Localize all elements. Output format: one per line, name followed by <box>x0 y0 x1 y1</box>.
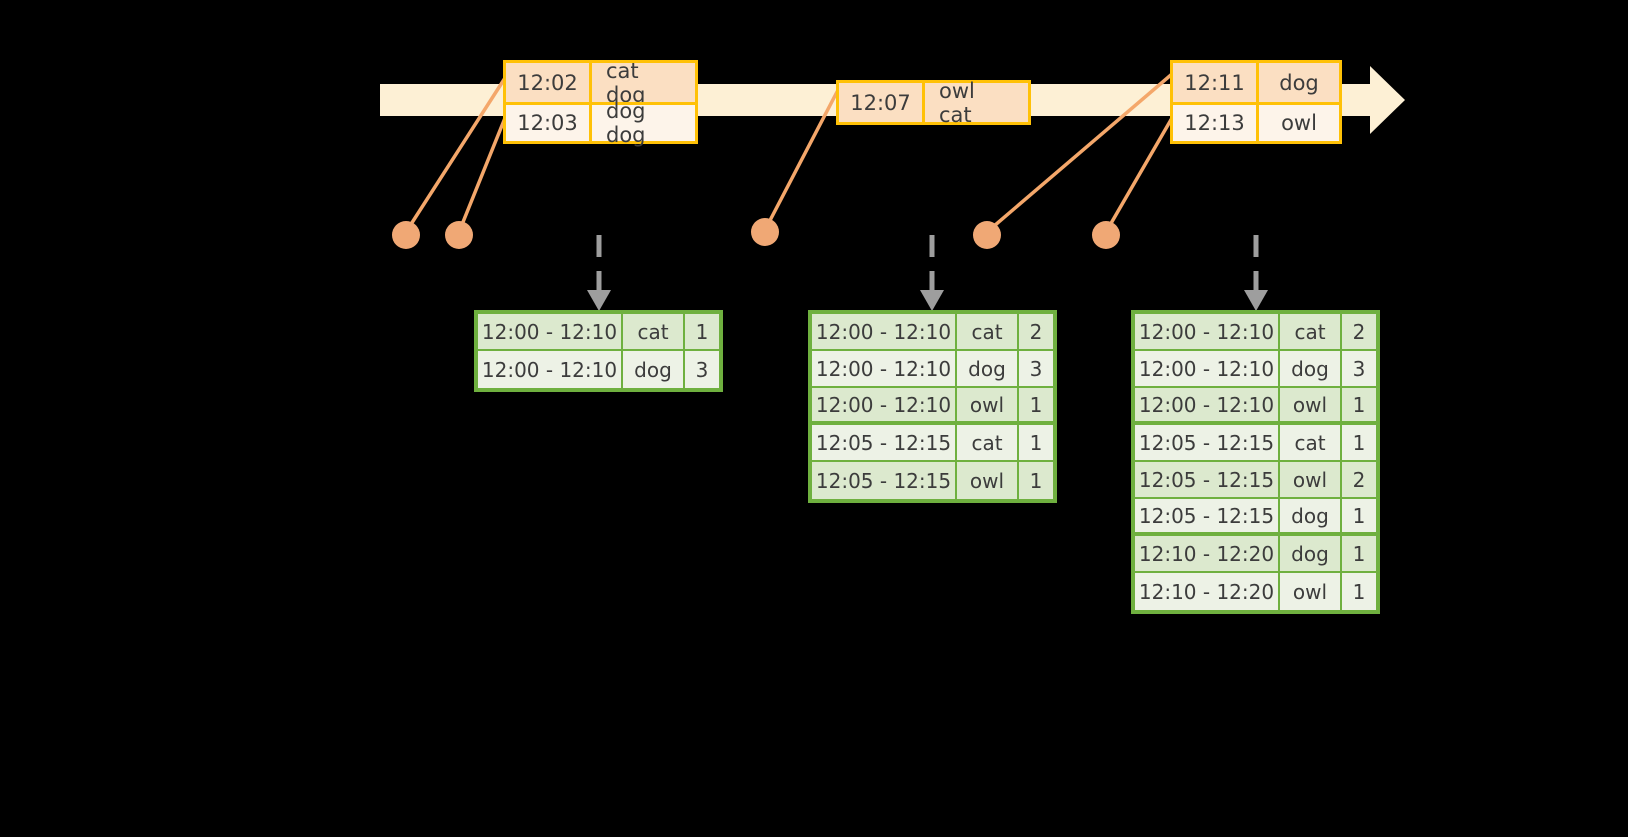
cell-word: owl <box>1280 462 1342 497</box>
event-row: 12:03 dog dog <box>506 99 695 147</box>
cell-count: 1 <box>1352 541 1366 566</box>
cell-window: 12:00 - 12:10 <box>478 351 623 388</box>
event-time: 12:03 <box>506 105 592 141</box>
cell-word: dog <box>1280 351 1342 386</box>
cell-word: cat <box>623 314 685 349</box>
connector-line-5 <box>1104 117 1174 233</box>
cell-word: cat <box>957 314 1019 349</box>
cell-count: 3 <box>1352 356 1366 381</box>
cell-count: 3 <box>1029 356 1043 381</box>
connector-dots <box>392 218 1120 249</box>
cell-word: cat <box>1280 425 1342 460</box>
event-words: owl <box>1281 111 1317 135</box>
cell-count: 2 <box>1029 319 1043 344</box>
cell-window: 12:00 - 12:10 <box>812 351 957 386</box>
cell-count: 2 <box>1352 319 1366 344</box>
cell-word: cat <box>957 425 1019 460</box>
event-words: dog dog <box>606 99 646 147</box>
event-box-2[interactable]: 12:07 owl cat <box>836 78 1031 127</box>
cell-window: 12:05 - 12:15 <box>812 462 957 499</box>
trigger-arrow-2 <box>920 235 944 311</box>
cell-window: 12:00 - 12:10 <box>1135 351 1280 386</box>
cell-window: 12:05 - 12:15 <box>1135 462 1280 497</box>
cell-count: 1 <box>1029 392 1043 417</box>
connector-line-3 <box>763 89 840 231</box>
cell-count: 3 <box>695 357 709 382</box>
connector-line-1 <box>404 77 507 233</box>
cell-window: 12:05 - 12:15 <box>812 425 957 460</box>
cell-word: owl <box>1280 573 1342 610</box>
cell-count: 1 <box>1029 430 1043 455</box>
cell-window: 12:00 - 12:10 <box>1135 388 1280 421</box>
event-row: 12:13 owl <box>1173 102 1339 141</box>
event-row: 12:11 dog <box>1173 63 1339 102</box>
cell-window: 12:00 - 12:10 <box>1135 314 1280 349</box>
dot-2 <box>445 221 473 249</box>
cell-window: 12:00 - 12:10 <box>478 314 623 349</box>
trigger-arrow-1 <box>587 235 611 311</box>
event-time: 12:02 <box>506 63 592 102</box>
cell-count: 1 <box>1029 468 1043 493</box>
cell-count: 1 <box>1352 430 1366 455</box>
dot-4 <box>973 221 1001 249</box>
cell-word: owl <box>957 388 1019 421</box>
cell-word: dog <box>1280 536 1342 571</box>
event-words: cat dog <box>606 58 646 107</box>
event-words: owl cat <box>939 78 975 127</box>
event-box-3[interactable]: 12:11 dog 12:13 owl <box>1170 60 1342 144</box>
cell-count: 1 <box>1352 503 1366 528</box>
cell-word: dog <box>957 351 1019 386</box>
cell-word: dog <box>1280 499 1342 532</box>
event-time: 12:13 <box>1173 105 1259 141</box>
cell-word: dog <box>623 351 685 388</box>
cell-word: cat <box>1280 314 1342 349</box>
trigger-arrow-3 <box>1244 235 1268 311</box>
event-row: 12:07 owl cat <box>839 78 1028 127</box>
event-time: 12:07 <box>839 83 925 122</box>
trigger-arrows <box>587 235 1268 311</box>
cell-count: 1 <box>1352 579 1366 604</box>
event-time: 12:11 <box>1173 63 1259 102</box>
cell-window: 12:05 - 12:15 <box>1135 499 1280 532</box>
dot-3 <box>751 218 779 246</box>
cell-count: 1 <box>695 319 709 344</box>
cell-window: 12:00 - 12:10 <box>812 388 957 421</box>
cell-window: 12:05 - 12:15 <box>1135 425 1280 460</box>
connector-line-2 <box>457 117 507 233</box>
cell-count: 1 <box>1352 392 1366 417</box>
cell-window: 12:00 - 12:10 <box>812 314 957 349</box>
dot-5 <box>1092 221 1120 249</box>
dot-1 <box>392 221 420 249</box>
cell-count: 2 <box>1352 467 1366 492</box>
cell-word: owl <box>957 462 1019 499</box>
event-box-1[interactable]: 12:02 cat dog 12:03 dog dog <box>503 58 698 147</box>
event-words: dog <box>1279 70 1319 95</box>
cell-word: owl <box>1280 388 1342 421</box>
cell-window: 12:10 - 12:20 <box>1135 573 1280 610</box>
cell-window: 12:10 - 12:20 <box>1135 536 1280 571</box>
event-row: 12:02 cat dog <box>506 58 695 107</box>
